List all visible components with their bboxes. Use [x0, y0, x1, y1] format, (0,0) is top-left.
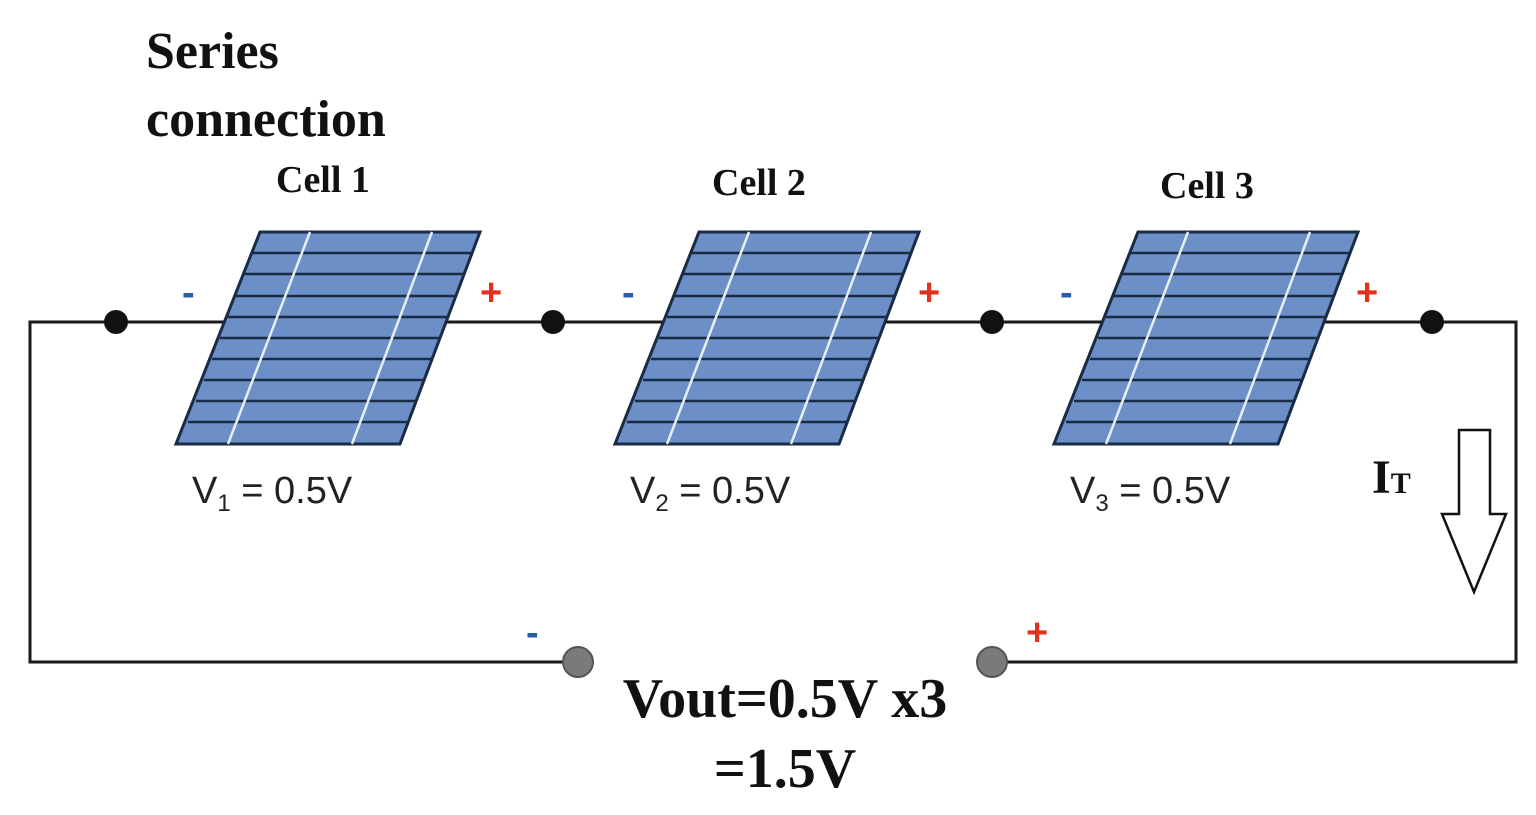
solar-panel-1 — [173, 230, 483, 446]
output-equation-line-1: Vout=0.5V x3 — [622, 668, 948, 730]
current-symbol: I — [1372, 451, 1391, 504]
cell-3-voltage-symbol: V — [1070, 470, 1096, 512]
cell-1-voltage-symbol: V — [192, 470, 218, 512]
cell-1-minus-sign: - — [182, 272, 195, 314]
output-terminal-negative — [562, 646, 594, 678]
cell-2-voltage-value: = 0.5V — [668, 470, 791, 512]
cell-1-voltage-subscript: 1 — [217, 490, 231, 517]
cell-3-voltage-subscript: 3 — [1095, 490, 1109, 517]
current-subscript: T — [1390, 467, 1411, 500]
current-arrow-icon — [1440, 428, 1508, 596]
cell-2-voltage-symbol: V — [630, 470, 656, 512]
cell-3-minus-sign: - — [1060, 272, 1073, 314]
cell-1-voltage: V1 = 0.5V — [192, 470, 352, 518]
cell-label-1: Cell 1 — [276, 159, 370, 201]
output-minus-sign: - — [526, 612, 539, 654]
junction-node-4 — [1420, 310, 1444, 334]
cell-3-plus-sign: + — [1356, 272, 1379, 314]
cell-label-2: Cell 2 — [712, 162, 806, 204]
output-voltage-equation: Vout=0.5V x3 =1.5V — [600, 664, 970, 804]
title-line-2: connection — [146, 91, 386, 148]
cell-3-voltage-value: = 0.5V — [1108, 470, 1231, 512]
output-terminal-positive — [976, 646, 1008, 678]
solar-panel-3 — [1051, 230, 1361, 446]
cell-2-voltage: V2 = 0.5V — [630, 470, 790, 518]
title-line-1: Series — [146, 23, 279, 80]
current-label: IT — [1372, 450, 1411, 505]
junction-node-3 — [980, 310, 1004, 334]
cell-1-voltage-value: = 0.5V — [230, 470, 353, 512]
cell-2-plus-sign: + — [918, 272, 941, 314]
diagram-title: Series connection — [146, 18, 386, 154]
cell-3-voltage: V3 = 0.5V — [1070, 470, 1230, 518]
junction-node-1 — [104, 310, 128, 334]
cell-label-3: Cell 3 — [1160, 165, 1254, 207]
cell-2-minus-sign: - — [622, 272, 635, 314]
cell-1-plus-sign: + — [480, 272, 503, 314]
junction-node-2 — [541, 310, 565, 334]
solar-panel-2 — [612, 230, 922, 446]
output-plus-sign: + — [1026, 612, 1049, 654]
cell-2-voltage-subscript: 2 — [655, 490, 669, 517]
output-equation-line-2: =1.5V — [713, 738, 857, 800]
